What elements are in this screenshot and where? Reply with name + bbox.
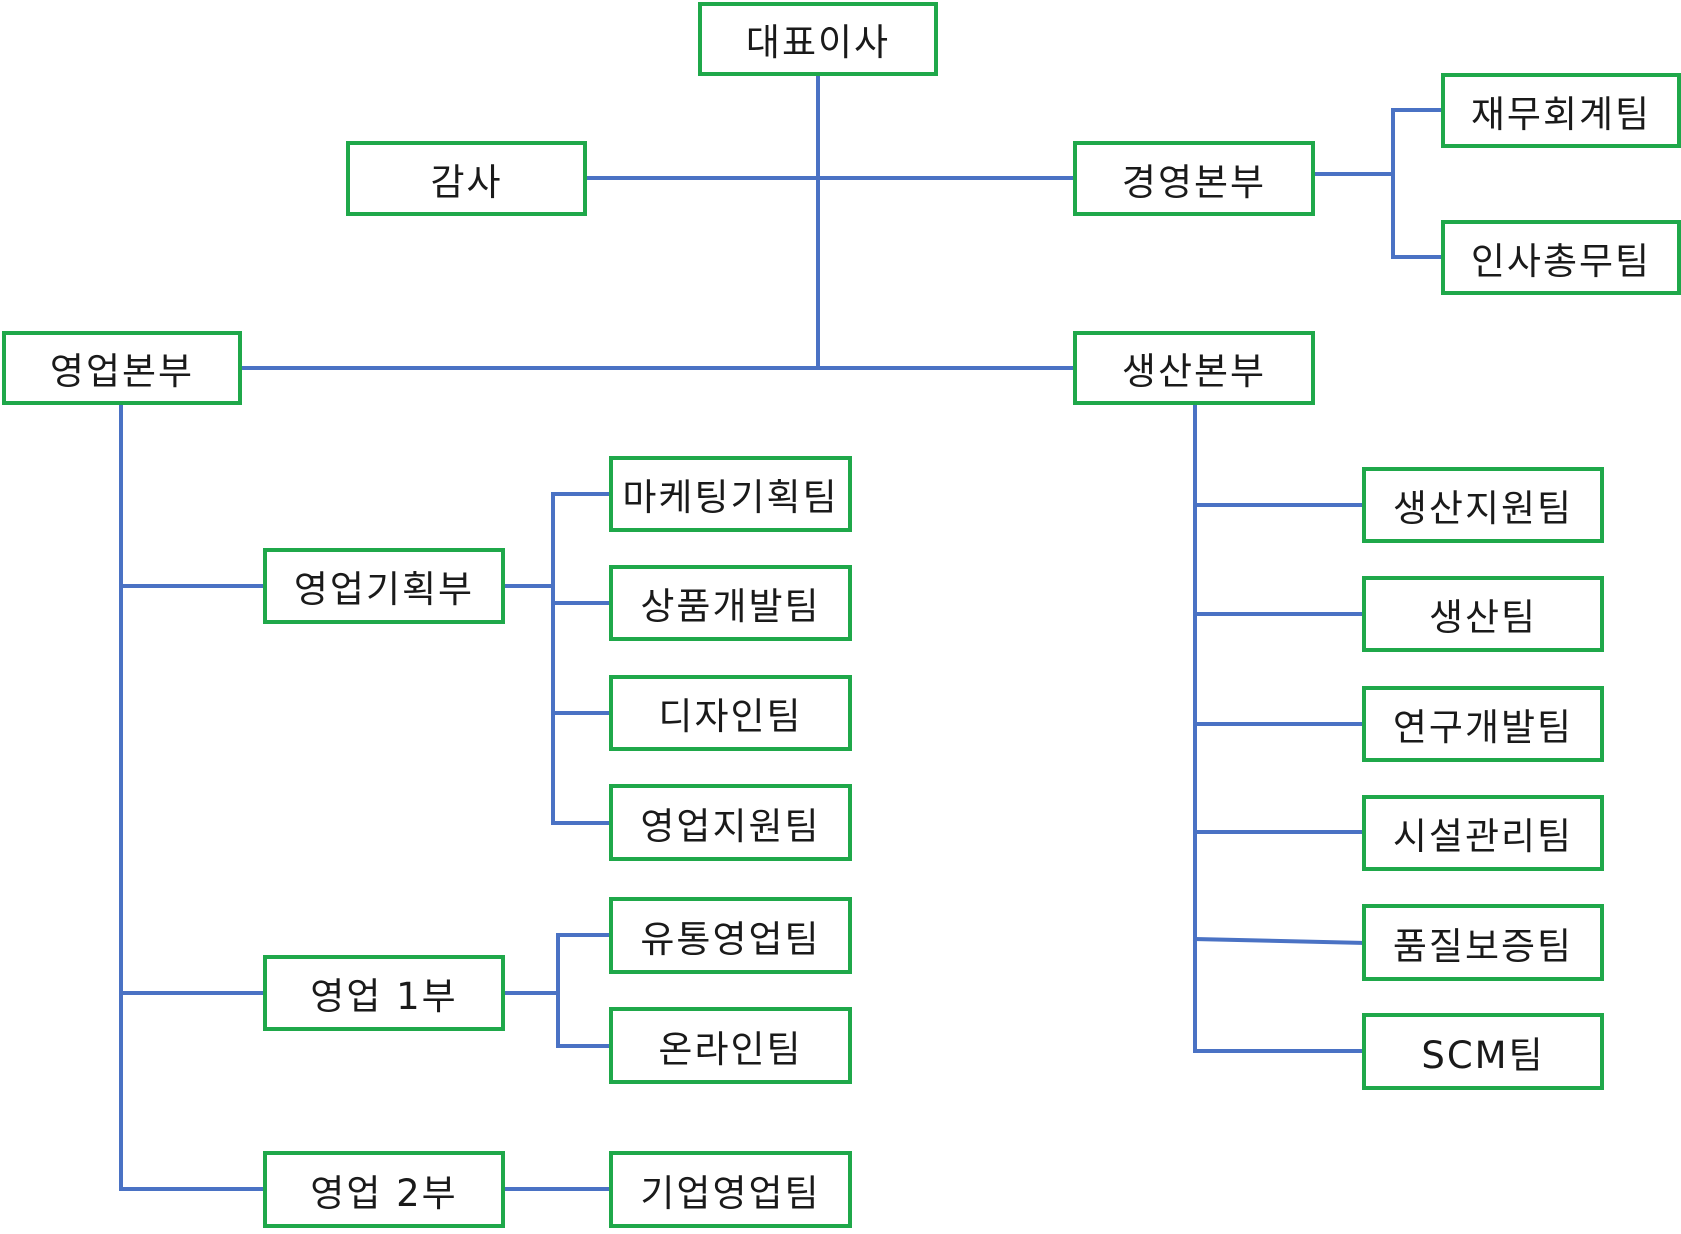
node-hr-team: 인사총무팀 bbox=[1441, 220, 1681, 295]
connectors bbox=[119, 73, 1445, 1191]
node-online-team: 온라인팀 bbox=[609, 1007, 852, 1084]
node-ceo: 대표이사 bbox=[698, 2, 938, 76]
node-marketing-team: 마케팅기획팀 bbox=[609, 456, 852, 532]
node-product-dev-team: 상품개발팀 bbox=[609, 565, 852, 641]
node-distribution-team: 유통영업팀 bbox=[609, 897, 852, 974]
node-facility-team: 시설관리팀 bbox=[1362, 795, 1604, 871]
node-design-team: 디자인팀 bbox=[609, 675, 852, 751]
node-production-team: 생산팀 bbox=[1362, 576, 1604, 652]
node-sales-support-team: 영업지원팀 bbox=[609, 784, 852, 861]
node-corporate-sales-team: 기업영업팀 bbox=[609, 1151, 852, 1228]
node-rnd-team: 연구개발팀 bbox=[1362, 686, 1604, 762]
node-scm-team: SCM팀 bbox=[1362, 1013, 1604, 1090]
connector-qa bbox=[1192, 936, 1367, 946]
node-prod-hq: 생산본부 bbox=[1073, 331, 1315, 405]
node-finance-team: 재무회계팀 bbox=[1441, 73, 1681, 148]
node-sales-planning: 영업기획부 bbox=[263, 548, 505, 624]
node-mgmt-hq: 경영본부 bbox=[1073, 141, 1315, 216]
node-sales-2: 영업 2부 bbox=[263, 1151, 505, 1228]
node-prod-support-team: 생산지원팀 bbox=[1362, 467, 1604, 543]
node-sales-1: 영업 1부 bbox=[263, 955, 505, 1031]
node-audit: 감사 bbox=[346, 141, 587, 216]
node-sales-hq: 영업본부 bbox=[2, 331, 242, 405]
node-qa-team: 품질보증팀 bbox=[1362, 904, 1604, 981]
